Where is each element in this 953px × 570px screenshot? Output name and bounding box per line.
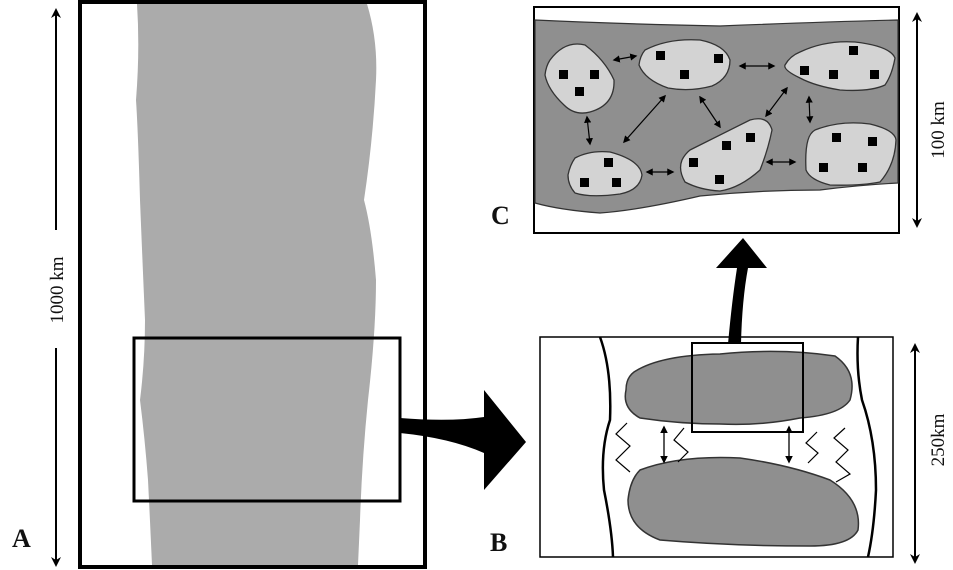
fault-symbol — [833, 427, 852, 483]
link-arrow — [612, 53, 638, 63]
panel-c: 100 km C — [491, 6, 949, 234]
panel-label-a: A — [12, 524, 31, 553]
link-arrow — [805, 95, 814, 124]
site-marker — [870, 70, 879, 79]
belt-boundary-left — [598, 336, 615, 558]
panel-label-c: C — [491, 201, 510, 230]
patch-3 — [784, 41, 896, 92]
panel-label-b: B — [490, 528, 507, 557]
fault-symbols — [615, 422, 852, 483]
site-marker — [612, 178, 621, 187]
site-marker — [832, 133, 841, 142]
scale-label-a: 1000 km — [47, 256, 68, 323]
arrow-b-to-c — [716, 238, 767, 344]
link-arrow — [623, 94, 666, 144]
site-marker — [604, 158, 613, 167]
belt-region — [136, 4, 377, 565]
basin-upper — [624, 350, 853, 426]
site-marker — [746, 133, 755, 142]
site-marker — [714, 54, 723, 63]
sites — [559, 46, 879, 187]
site-marker — [656, 51, 665, 60]
panel-a: 1000 km A — [12, 0, 427, 569]
site-marker — [829, 70, 838, 79]
site-marker — [722, 141, 731, 150]
site-marker — [715, 175, 724, 184]
fault-symbol — [673, 427, 689, 463]
site-marker — [800, 66, 809, 75]
site-marker — [680, 70, 689, 79]
patch-1 — [544, 43, 615, 114]
site-marker — [559, 70, 568, 79]
site-marker — [575, 87, 584, 96]
site-marker — [689, 158, 698, 167]
scale-label-c: 100 km — [928, 101, 949, 159]
panel-b: 250km B — [490, 336, 949, 564]
site-marker — [590, 70, 599, 79]
link-arrow — [699, 95, 721, 129]
links — [584, 53, 814, 176]
site-marker — [858, 163, 867, 172]
link-arrow — [584, 115, 593, 146]
patch-6 — [805, 122, 897, 186]
site-marker — [868, 137, 877, 146]
zoom-box-b — [691, 342, 804, 433]
link-arrow — [765, 86, 788, 118]
site-marker — [849, 46, 858, 55]
site-marker — [819, 163, 828, 172]
scale-label-b: 250km — [928, 413, 949, 466]
site-marker — [580, 178, 589, 187]
fault-symbol — [805, 431, 819, 464]
fault-symbol — [615, 422, 631, 473]
basin-lower — [627, 456, 860, 547]
belt-boundary-right — [856, 336, 878, 558]
arrow-a-to-b — [400, 390, 526, 490]
